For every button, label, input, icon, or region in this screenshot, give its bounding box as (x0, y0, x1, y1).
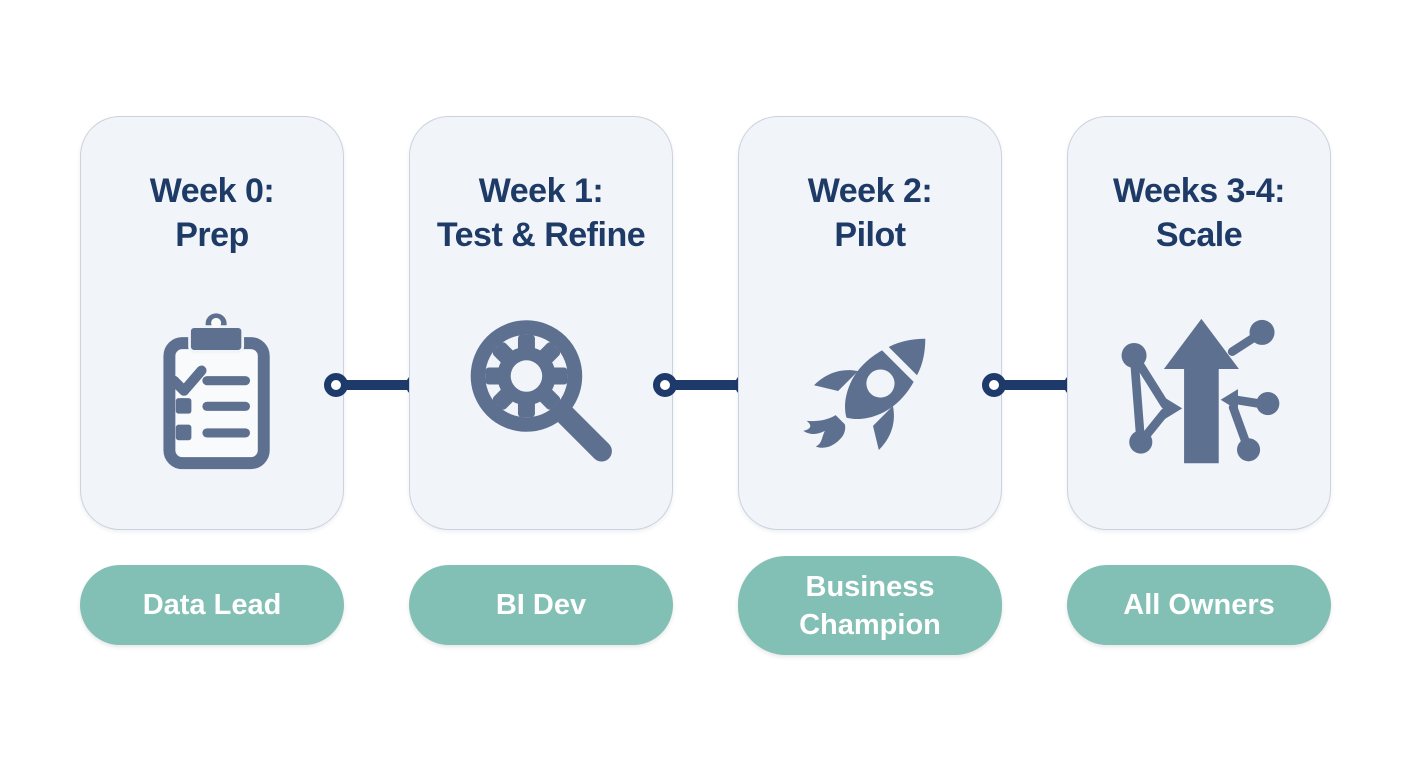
connector-bar (334, 380, 420, 390)
connector-bar (663, 380, 749, 390)
rocket-icon (802, 338, 925, 450)
step-icon-area (410, 257, 672, 529)
step-title-line2: Pilot (834, 216, 906, 254)
owner-pill-label: All Owners (1123, 589, 1275, 621)
owner-pill-label: Business Champion (799, 570, 941, 641)
owner-pill-all-owners: All Owners (1067, 565, 1331, 645)
clipboard-checklist-icon (163, 310, 270, 469)
step-card-week1-test-refine: Week 1: Test & Refine (409, 116, 673, 530)
step-icon-area (81, 257, 343, 529)
step-title-line2: Test & Refine (436, 216, 646, 254)
step-title: Week 1: Test & Refine (410, 169, 672, 257)
step-title-line1: Weeks 3-4: (1112, 172, 1286, 210)
step-title-line2: Scale (1155, 216, 1243, 254)
connector-dot-icon (982, 373, 1006, 397)
owner-pill-label: BI Dev (495, 589, 587, 621)
magnifier-gear-icon (470, 320, 612, 462)
step-title-line1: Week 2: (807, 172, 933, 210)
owner-pill-label: Data Lead (142, 589, 282, 621)
step-title: Week 2: Pilot (739, 169, 1001, 257)
step-card-weeks3-4-scale: Weeks 3-4: Scale (1067, 116, 1331, 530)
connector-dot-icon (653, 373, 677, 397)
step-card-week2-pilot: Week 2: Pilot (738, 116, 1002, 530)
step-title: Week 0: Prep (81, 169, 343, 257)
owner-pill-data-lead: Data Lead (80, 565, 344, 645)
step-title: Weeks 3-4: Scale (1068, 169, 1330, 257)
step-card-week0-prep: Week 0: Prep (80, 116, 344, 530)
step-title-line1: Week 1: (478, 172, 604, 210)
connector-bar (992, 380, 1078, 390)
step-icon-area (739, 257, 1001, 529)
owner-pill-bi-dev: BI Dev (409, 565, 673, 645)
step-icon-area (1068, 257, 1330, 529)
step-title-line2: Prep (175, 216, 249, 254)
connector-dot-icon (324, 373, 348, 397)
step-title-line1: Week 0: (149, 172, 275, 210)
owner-pill-business-champion: Business Champion (738, 556, 1002, 655)
growth-network-icon (1121, 318, 1280, 464)
